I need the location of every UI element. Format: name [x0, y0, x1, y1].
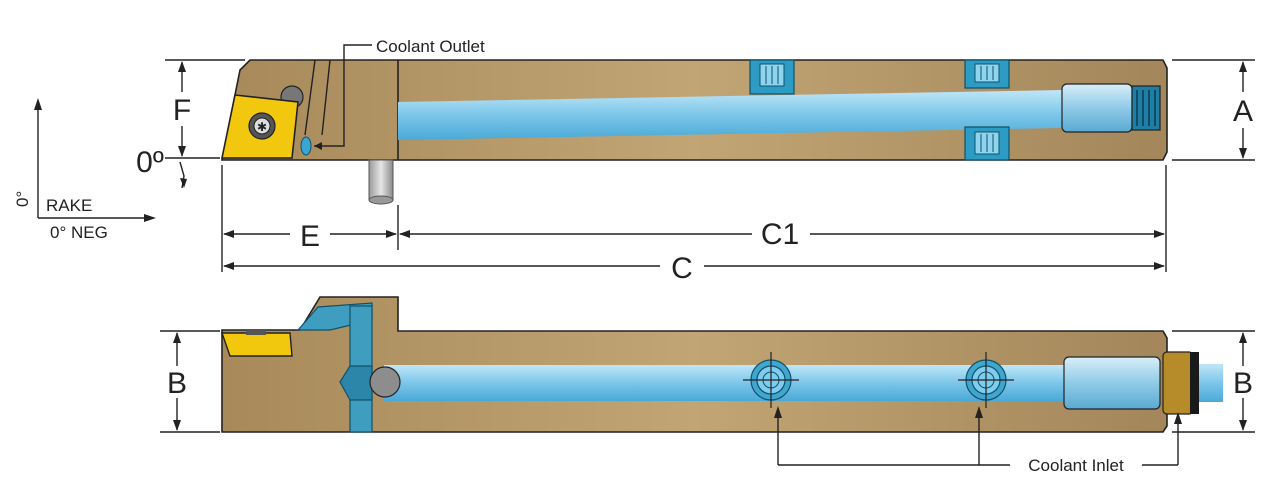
clamp-slot-line: [304, 59, 316, 136]
locating-pin: [368, 159, 394, 201]
top-coolant-channel: [398, 90, 1062, 140]
set-screw-top-2: [964, 59, 1010, 89]
coolant-outlet-hole: [300, 136, 312, 156]
top-plug-threads: [1136, 90, 1156, 126]
dim-lines: [221, 165, 1167, 272]
dim-f: [165, 59, 245, 189]
coolant-channel-plug: [369, 366, 401, 398]
side-cutting-insert: [221, 332, 293, 357]
dim-c-label: C: [671, 252, 693, 285]
coolant-inlet-label: Coolant Inlet: [1028, 456, 1124, 475]
dim-b-right: [1172, 330, 1255, 433]
clamp-slot-line-2: [321, 59, 331, 136]
zero-deg-label: 0º: [136, 146, 164, 179]
dim-b-left: [160, 330, 220, 433]
dim-e-label: E: [300, 220, 320, 253]
side-coolant-plug: [1063, 356, 1161, 410]
rake-angle-label: 0°: [13, 191, 32, 207]
rake-axis: [34, 98, 156, 222]
coolant-inlet-port-1: [743, 352, 799, 408]
neg-label: 0° NEG: [50, 223, 108, 242]
coolant-outlet-label: Coolant Outlet: [376, 37, 485, 56]
inlet-tube: [1199, 364, 1223, 402]
side-coolant-channel: [384, 365, 1064, 401]
top-plug-cap: [1131, 85, 1161, 131]
coolant-inlet-port-2: [958, 352, 1014, 408]
top-coolant-plug: [1061, 83, 1133, 133]
dim-c1-label: C1: [761, 218, 799, 251]
dim-a-label: A: [1233, 95, 1253, 128]
rake-label: RAKE: [46, 196, 92, 215]
inlet-fitting: [1162, 351, 1194, 415]
dim-a: [1172, 59, 1255, 161]
top-view: ✱: [221, 59, 1168, 205]
side-view: [221, 296, 1223, 433]
svg-text:✱: ✱: [257, 120, 267, 134]
set-screw-top-3: [964, 126, 1010, 161]
dim-f-label: F: [173, 94, 191, 127]
coolant-inlet-leader: [774, 406, 1182, 466]
dim-b-right-label: B: [1233, 367, 1253, 400]
coolant-outlet-leader: [314, 44, 372, 147]
set-screw-top-1: [749, 59, 795, 95]
dim-b-left-label: B: [167, 367, 187, 400]
